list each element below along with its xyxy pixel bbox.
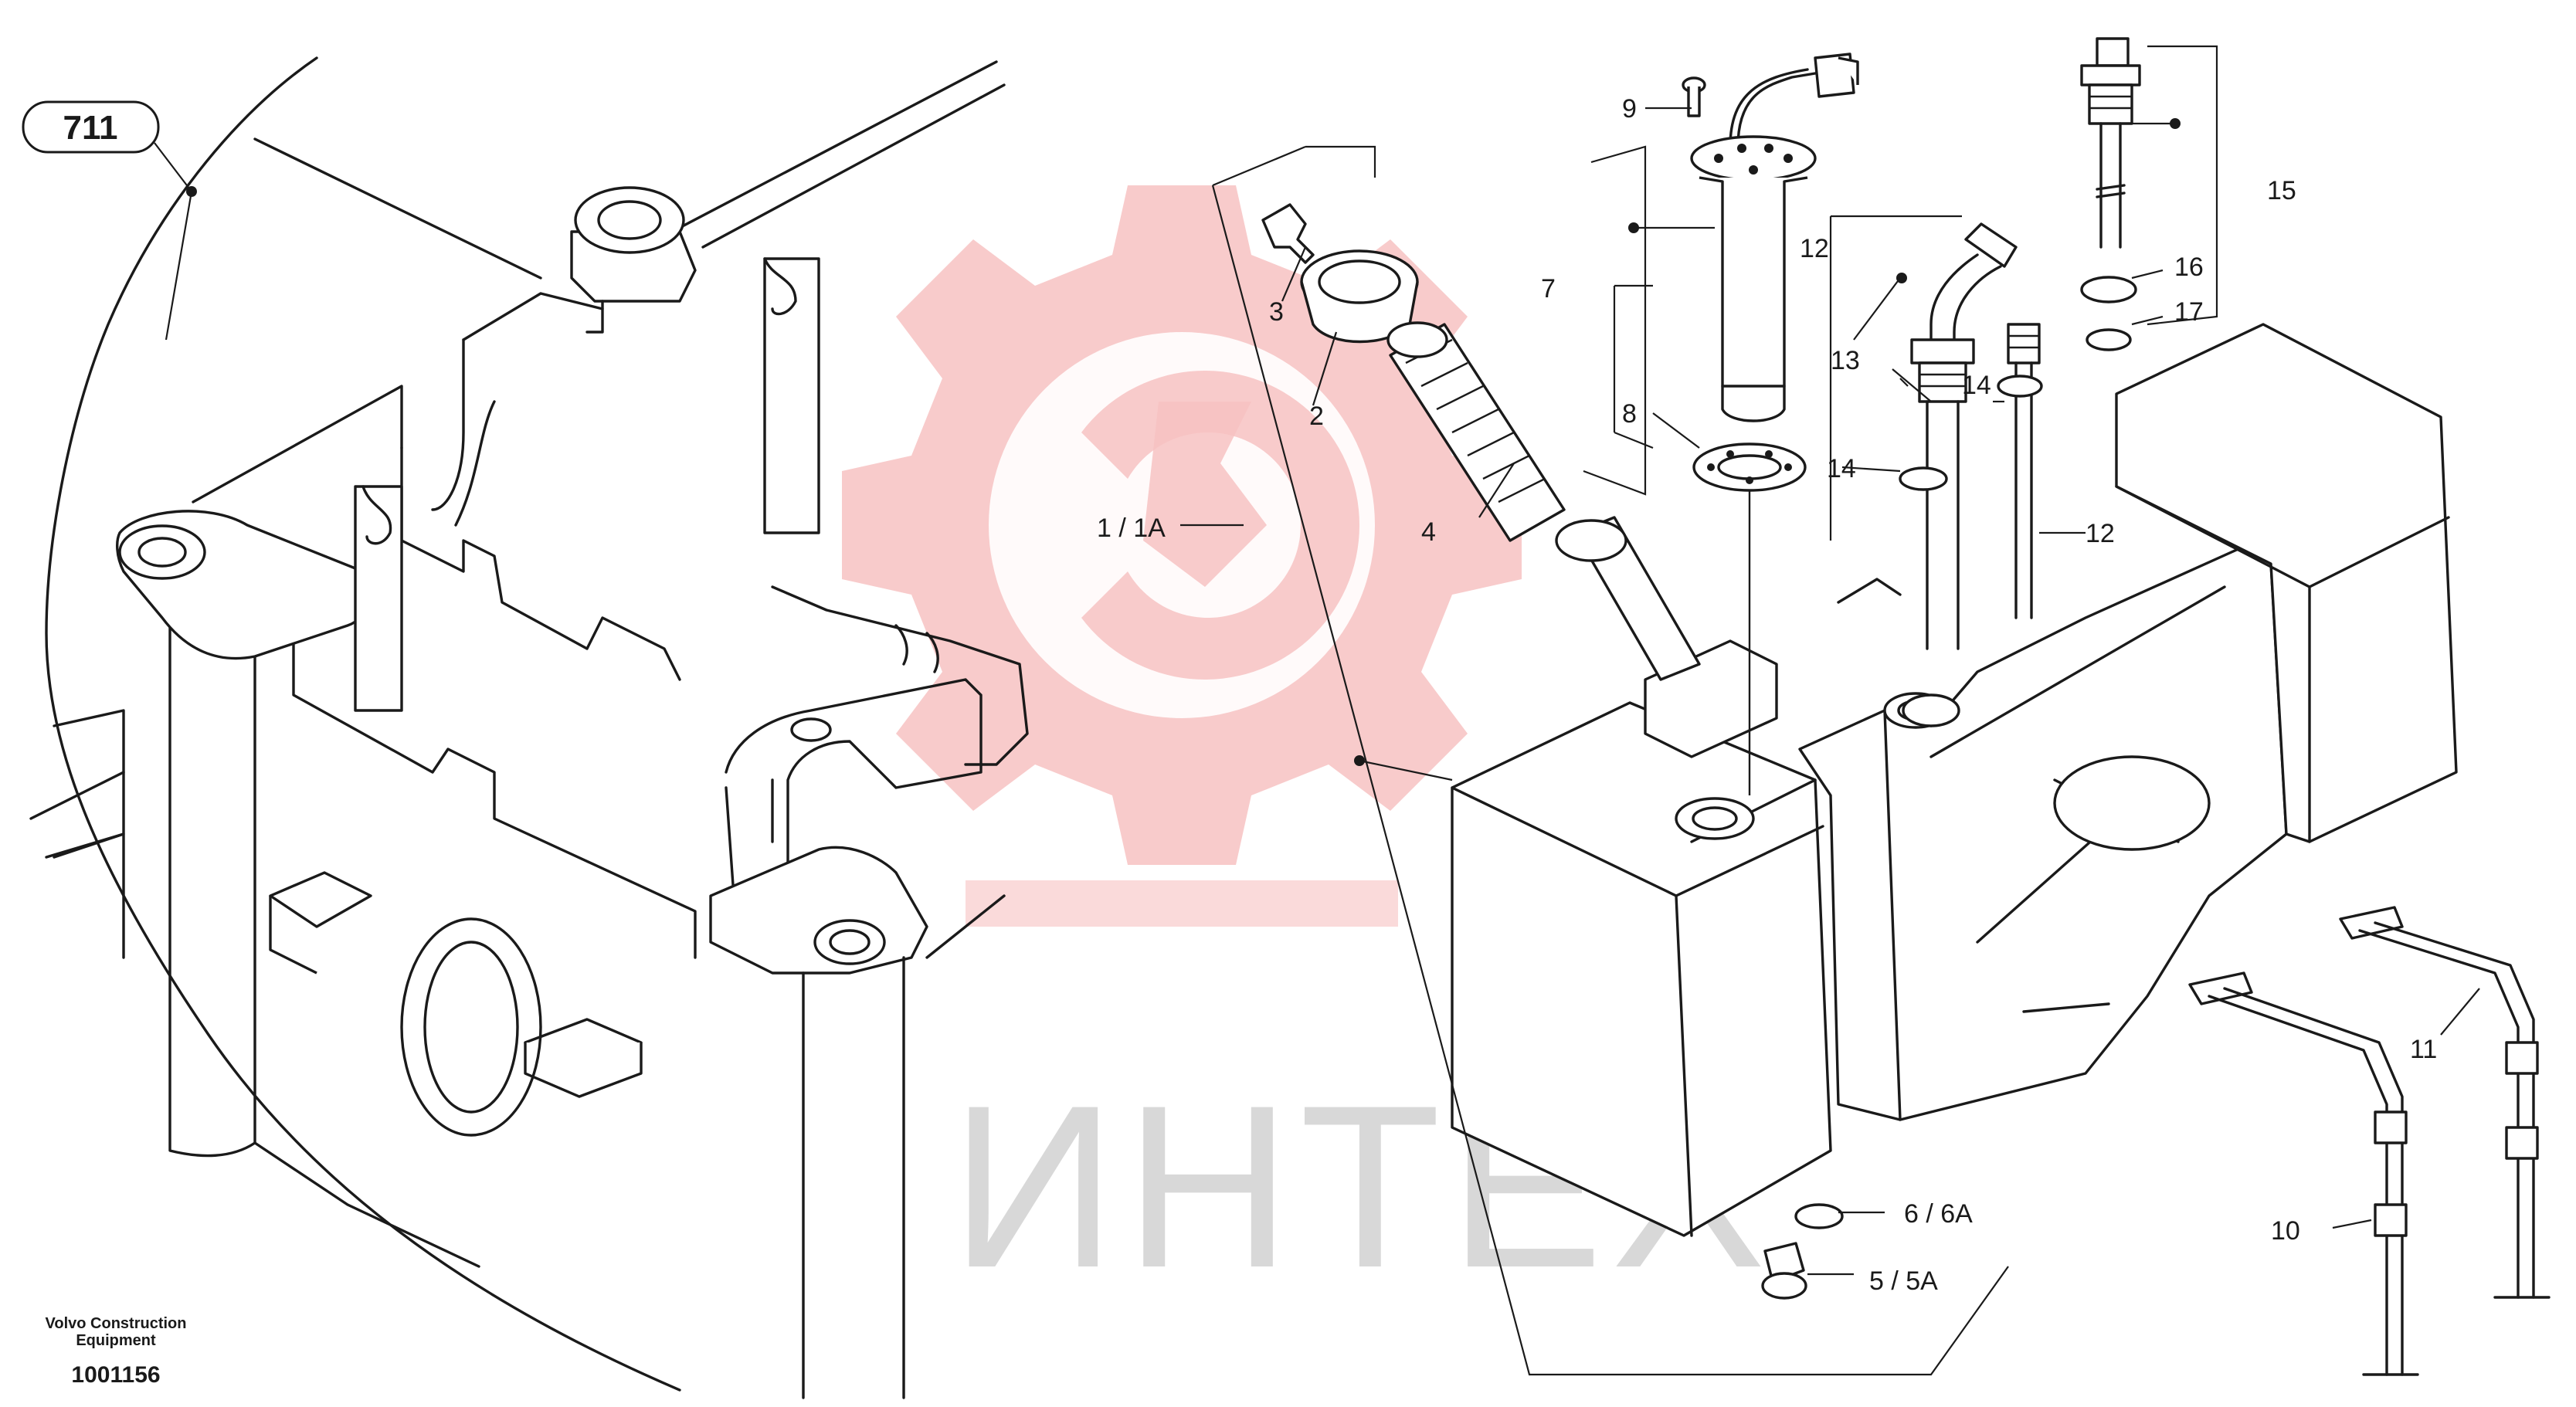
callout-3[interactable]: 3 bbox=[1269, 297, 1284, 327]
callout-6[interactable]: 6 / 6A bbox=[1904, 1199, 1973, 1229]
callout-7[interactable]: 7 bbox=[1541, 274, 1556, 303]
tank-straps-part bbox=[2188, 906, 2551, 1376]
fuel-tank bbox=[1451, 323, 2458, 1237]
brand-line-2: Equipment bbox=[76, 1332, 156, 1349]
key-part bbox=[1261, 203, 1315, 264]
drawing-number: 1001156 bbox=[71, 1362, 160, 1388]
callout-4[interactable]: 4 bbox=[1421, 517, 1436, 547]
fuel-cap-part bbox=[1300, 249, 1419, 344]
bolt-part bbox=[1682, 76, 1706, 117]
frame-structure bbox=[29, 56, 1029, 1399]
callout-1[interactable]: 1 / 1A bbox=[1097, 514, 1166, 543]
callout-5[interactable]: 5 / 5A bbox=[1869, 1266, 1938, 1296]
group-ref-label: 711 bbox=[63, 109, 118, 147]
gasket-part bbox=[1692, 442, 1807, 795]
brand-line-1: Volvo Construction bbox=[46, 1315, 187, 1332]
callout-14b[interactable]: 14 bbox=[1962, 371, 1991, 400]
breather-part bbox=[2080, 37, 2141, 351]
callout-12b[interactable]: 12 bbox=[2086, 519, 2115, 548]
callout-15[interactable]: 15 bbox=[2267, 176, 2296, 205]
callout-13[interactable]: 13 bbox=[1831, 346, 1860, 375]
leader-lines bbox=[154, 107, 2480, 1276]
callout-16[interactable]: 16 bbox=[2174, 253, 2204, 282]
callout-17[interactable]: 17 bbox=[2174, 297, 2204, 327]
group-brackets bbox=[1211, 45, 2218, 1376]
strainer-part bbox=[1386, 321, 1701, 681]
callout-8[interactable]: 8 bbox=[1622, 399, 1637, 429]
callout-10[interactable]: 10 bbox=[2271, 1216, 2300, 1246]
callout-12a[interactable]: 12 bbox=[1800, 234, 1829, 263]
watermark-gear-logo bbox=[842, 185, 1522, 927]
drain-plug-part bbox=[1761, 1203, 1844, 1300]
callout-2[interactable]: 2 bbox=[1309, 402, 1324, 431]
callout-14a[interactable]: 14 bbox=[1827, 454, 1856, 483]
pipe-fittings-part bbox=[1899, 222, 2043, 727]
fuel-level-sender-part bbox=[1690, 53, 1859, 422]
callout-9[interactable]: 9 bbox=[1622, 94, 1637, 124]
callout-group-711[interactable]: 711 bbox=[22, 100, 160, 154]
callout-11[interactable]: 11 bbox=[2410, 1035, 2437, 1064]
